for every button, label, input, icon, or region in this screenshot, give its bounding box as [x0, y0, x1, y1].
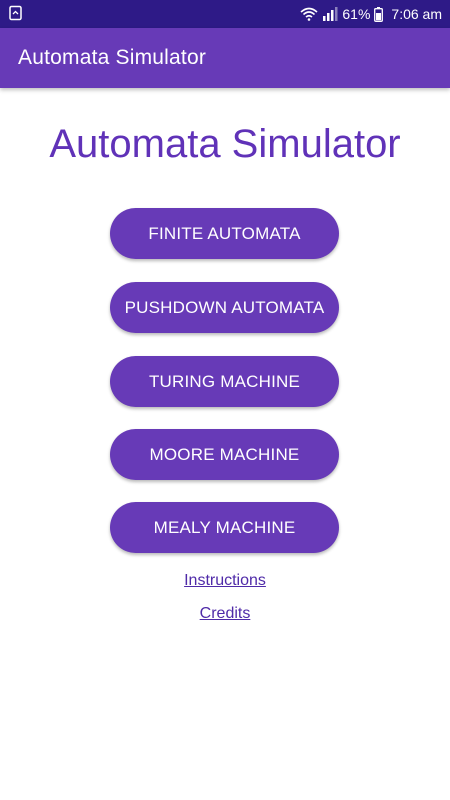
moore-machine-button[interactable]: MOORE MACHINE [110, 429, 339, 480]
finite-automata-button[interactable]: FINITE AUTOMATA [110, 208, 339, 259]
instructions-link[interactable]: Instructions [184, 572, 266, 589]
mealy-machine-button[interactable]: MEALY MACHINE [110, 502, 339, 553]
wifi-icon [300, 7, 318, 21]
turing-machine-button[interactable]: TURING MACHINE [110, 356, 339, 407]
battery-icon [374, 6, 384, 22]
app-bar-title: Automata Simulator [18, 46, 207, 69]
status-bar: 61% 7:06 am [0, 0, 450, 28]
signal-icon [322, 7, 338, 21]
credits-link[interactable]: Credits [199, 605, 251, 622]
screenshot-icon [8, 5, 24, 21]
status-indicators: 61% 7:06 am [300, 0, 442, 28]
pushdown-automata-button[interactable]: PUSHDOWN AUTOMATA [110, 282, 339, 333]
app-bar: Automata Simulator [0, 28, 450, 88]
page-title: Automata Simulator [49, 122, 401, 166]
battery-percentage: 61% [342, 6, 371, 22]
clock: 7:06 am [391, 6, 442, 22]
